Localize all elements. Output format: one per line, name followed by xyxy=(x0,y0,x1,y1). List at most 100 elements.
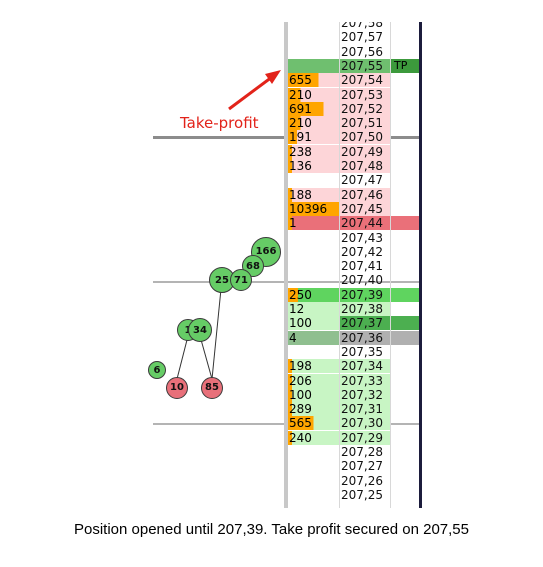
price-cell[interactable]: 207,54 xyxy=(339,73,390,88)
price-cell[interactable]: 207,51 xyxy=(339,116,390,131)
ladder-row[interactable]: 207,26 xyxy=(288,474,419,488)
price-cell[interactable]: 207,39 xyxy=(339,287,390,302)
take-profit-marker[interactable]: TP xyxy=(394,58,408,72)
volume-cell: 289 xyxy=(288,402,339,417)
price-cell[interactable]: 207,41 xyxy=(341,259,383,274)
price-cell[interactable]: 207,34 xyxy=(339,359,390,374)
caption: Position opened until 207,39. Take profi… xyxy=(73,521,469,538)
price-cell[interactable]: 207,32 xyxy=(339,387,390,402)
price-cell[interactable]: 207,53 xyxy=(339,87,390,102)
trade-bubble[interactable]: 6 xyxy=(148,361,166,380)
price-cell[interactable]: 207,56 xyxy=(341,44,383,59)
price-cell[interactable]: 207,46 xyxy=(339,187,390,202)
ladder-row[interactable]: 207,56 xyxy=(288,45,419,59)
volume-cell: 198 xyxy=(288,359,339,374)
price-cell[interactable]: 207,25 xyxy=(341,487,383,502)
ladder-row[interactable]: 207,55 TP xyxy=(288,58,419,73)
price-cell[interactable]: 207,30 xyxy=(339,416,390,431)
price-cell[interactable]: 207,26 xyxy=(341,473,383,488)
row-highlight xyxy=(390,216,419,231)
price-cell[interactable]: 207,38 xyxy=(339,302,390,316)
ladder-row[interactable]: 207,57 xyxy=(288,30,419,44)
volume-cell: 240 xyxy=(288,430,339,445)
volume-cell: 136 xyxy=(288,159,339,173)
row-highlight xyxy=(390,330,419,345)
volume-cell: 100 xyxy=(288,316,339,331)
ladder-row[interactable]: 207,47 xyxy=(288,173,419,187)
ladder-row[interactable]: 207,28 xyxy=(288,445,419,459)
bubble-connector xyxy=(211,278,223,380)
volume-cell: 191 xyxy=(288,130,339,145)
trade-bubble[interactable]: 34 xyxy=(188,318,212,343)
volume-cell: 691 xyxy=(288,101,339,116)
volume-cell: 188 xyxy=(288,187,339,202)
ladder-row[interactable]: 207,43 xyxy=(288,231,419,245)
price-cell[interactable]: 207,44 xyxy=(339,216,390,231)
price-cell[interactable]: 207,31 xyxy=(339,402,390,417)
price-cell[interactable]: 207,40 xyxy=(341,273,383,288)
price-cell[interactable]: 207,48 xyxy=(339,159,390,173)
ladder-row[interactable]: 207,41 xyxy=(288,259,419,273)
ladder-row[interactable]: 207,58 xyxy=(288,16,419,30)
row-highlight xyxy=(390,316,419,331)
trade-bubble[interactable]: 85 xyxy=(201,376,223,399)
price-cell[interactable]: 207,49 xyxy=(339,144,390,159)
price-cell[interactable]: 207,29 xyxy=(339,430,390,445)
price-cell[interactable]: 207,35 xyxy=(341,344,383,359)
price-cell[interactable]: 207,45 xyxy=(339,201,390,216)
chart-ladder-divider xyxy=(284,22,288,508)
volume-cell: 250 xyxy=(288,287,339,302)
trade-bubble[interactable]: 10 xyxy=(166,376,188,399)
price-cell[interactable]: 207,42 xyxy=(341,244,383,259)
price-column-border xyxy=(390,22,391,508)
price-cell[interactable]: 207,55 xyxy=(339,58,390,73)
ladder-right-border xyxy=(419,22,422,508)
ladder-row[interactable]: 207,35 xyxy=(288,345,419,359)
ladder-row[interactable]: 207,42 xyxy=(288,245,419,259)
ladder-row[interactable]: 207,25 xyxy=(288,488,419,502)
price-cell[interactable]: 207,36 xyxy=(339,330,390,345)
price-cell[interactable]: 207,47 xyxy=(341,173,383,188)
price-cell[interactable]: 207,58 xyxy=(341,16,383,30)
price-cell[interactable]: 207,57 xyxy=(341,30,383,45)
trade-bubble[interactable]: 71 xyxy=(230,269,252,292)
volume-cell: 655 xyxy=(288,73,339,88)
ladder-row[interactable]: 207,40 xyxy=(288,273,419,287)
ladder-row[interactable]: 207,27 xyxy=(288,459,419,473)
take-profit-annotation: Take-profit xyxy=(180,114,259,132)
volume-cell xyxy=(288,58,339,73)
price-cell[interactable]: 207,33 xyxy=(339,373,390,388)
volume-cell: 210 xyxy=(288,87,339,102)
price-cell[interactable]: 207,43 xyxy=(341,230,383,245)
volume-cell: 238 xyxy=(288,144,339,159)
price-cell[interactable]: 207,37 xyxy=(339,316,390,331)
price-cell[interactable]: 207,28 xyxy=(341,445,383,459)
volume-cell: 206 xyxy=(288,373,339,388)
price-cell[interactable]: 207,50 xyxy=(339,130,390,145)
price-cell[interactable]: 207,52 xyxy=(339,101,390,116)
price-cell[interactable]: 207,27 xyxy=(341,459,383,474)
volume-cell: 4 xyxy=(288,330,339,345)
